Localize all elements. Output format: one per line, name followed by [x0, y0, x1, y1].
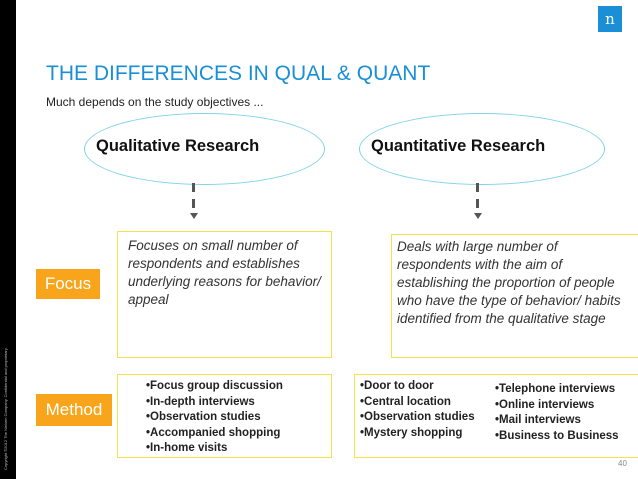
list-item: •Observation studies	[360, 411, 475, 423]
copyright-text: Copyright ©2012 The Nielsen Company. Con…	[3, 347, 8, 470]
quant-method-box	[354, 374, 638, 458]
list-item: •In-home visits	[146, 442, 228, 454]
qual-focus-box	[117, 231, 332, 358]
slide-subtitle: Much depends on the study objectives ...	[46, 95, 264, 109]
list-item: •Mystery shopping	[360, 426, 463, 439]
qual-connector-dash	[192, 199, 195, 208]
list-item: •Business to Business	[495, 429, 619, 442]
list-item: •Mail interviews	[495, 414, 581, 426]
quant-focus-box	[391, 234, 638, 358]
qualitative-ellipse	[84, 113, 325, 185]
qual-method-list: •Focus group discussion •In-depth interv…	[146, 379, 283, 457]
quant-method-list-col1: •Door to door •Central location •Observa…	[360, 379, 475, 441]
quant-connector-dash	[476, 199, 479, 208]
qual-focus-text: Focuses on small number of respondents a…	[128, 238, 321, 307]
qualitative-heading: Qualitative Research	[96, 137, 260, 155]
page-number: 40	[618, 459, 627, 468]
list-item: •Telephone interviews	[495, 383, 616, 395]
nielsen-logo-icon: n	[598, 6, 622, 32]
list-item: •Door to door	[360, 380, 434, 392]
qual-connector-dash	[192, 183, 195, 192]
list-item: •Observation studies	[146, 411, 261, 423]
quant-method-list-col2: •Telephone interviews •Online interviews…	[495, 382, 619, 444]
quant-arrow-down-icon	[474, 213, 482, 219]
quant-connector-dash	[476, 183, 479, 192]
slide-title: THE DIFFERENCES IN QUAL & QUANT	[46, 62, 431, 85]
list-item: •Online interviews	[495, 398, 595, 411]
list-item: •Accompanied shopping	[146, 426, 281, 439]
qual-method-box	[117, 374, 332, 458]
list-item: •Focus group discussion	[146, 380, 283, 392]
method-label: Method	[36, 394, 112, 426]
qual-arrow-down-icon	[190, 213, 198, 219]
list-item: •In-depth interviews	[146, 395, 255, 408]
quant-focus-text: Deals with large number of respondents w…	[397, 239, 621, 326]
list-item: •Central location	[360, 395, 451, 408]
focus-label: Focus	[36, 269, 100, 299]
quantitative-ellipse	[359, 113, 605, 185]
left-sidebar-bar: Copyright ©2012 The Nielsen Company. Con…	[0, 0, 16, 479]
quantitative-heading: Quantitative Research	[371, 137, 546, 155]
